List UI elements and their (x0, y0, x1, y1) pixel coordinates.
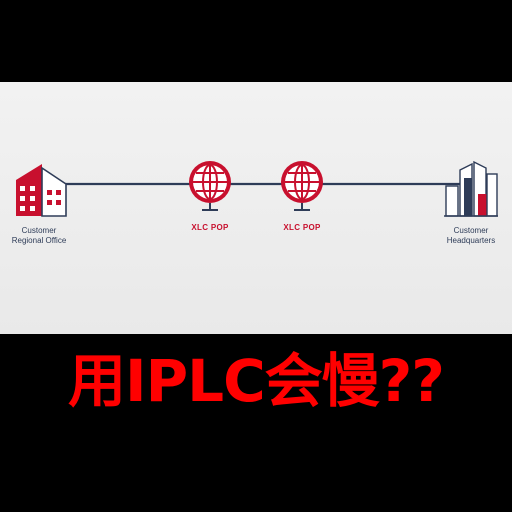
city-skyline-icon (444, 160, 498, 217)
globe-icon (189, 161, 231, 211)
network-diagram-panel: Customer Regional Office XLC POP XLC POP… (0, 82, 512, 334)
regional-office-label-line1: Customer (21, 226, 57, 235)
network-diagram (16, 160, 498, 217)
regional-office-label: Customer Regional Office (0, 226, 78, 246)
regional-office-label-line2: Regional Office (11, 236, 67, 245)
headquarters-label-line1: Customer (453, 226, 489, 235)
headquarters-label: Customer Headquarters (430, 226, 512, 246)
caption-text: 用IPLC会慢?? (68, 347, 445, 415)
headquarters-label-line2: Headquarters (446, 236, 496, 245)
office-building-icon (16, 164, 67, 217)
pop-a-label: XLC POP (191, 223, 229, 232)
globe-icon (281, 161, 323, 211)
pop-b-label: XLC POP (283, 223, 321, 232)
